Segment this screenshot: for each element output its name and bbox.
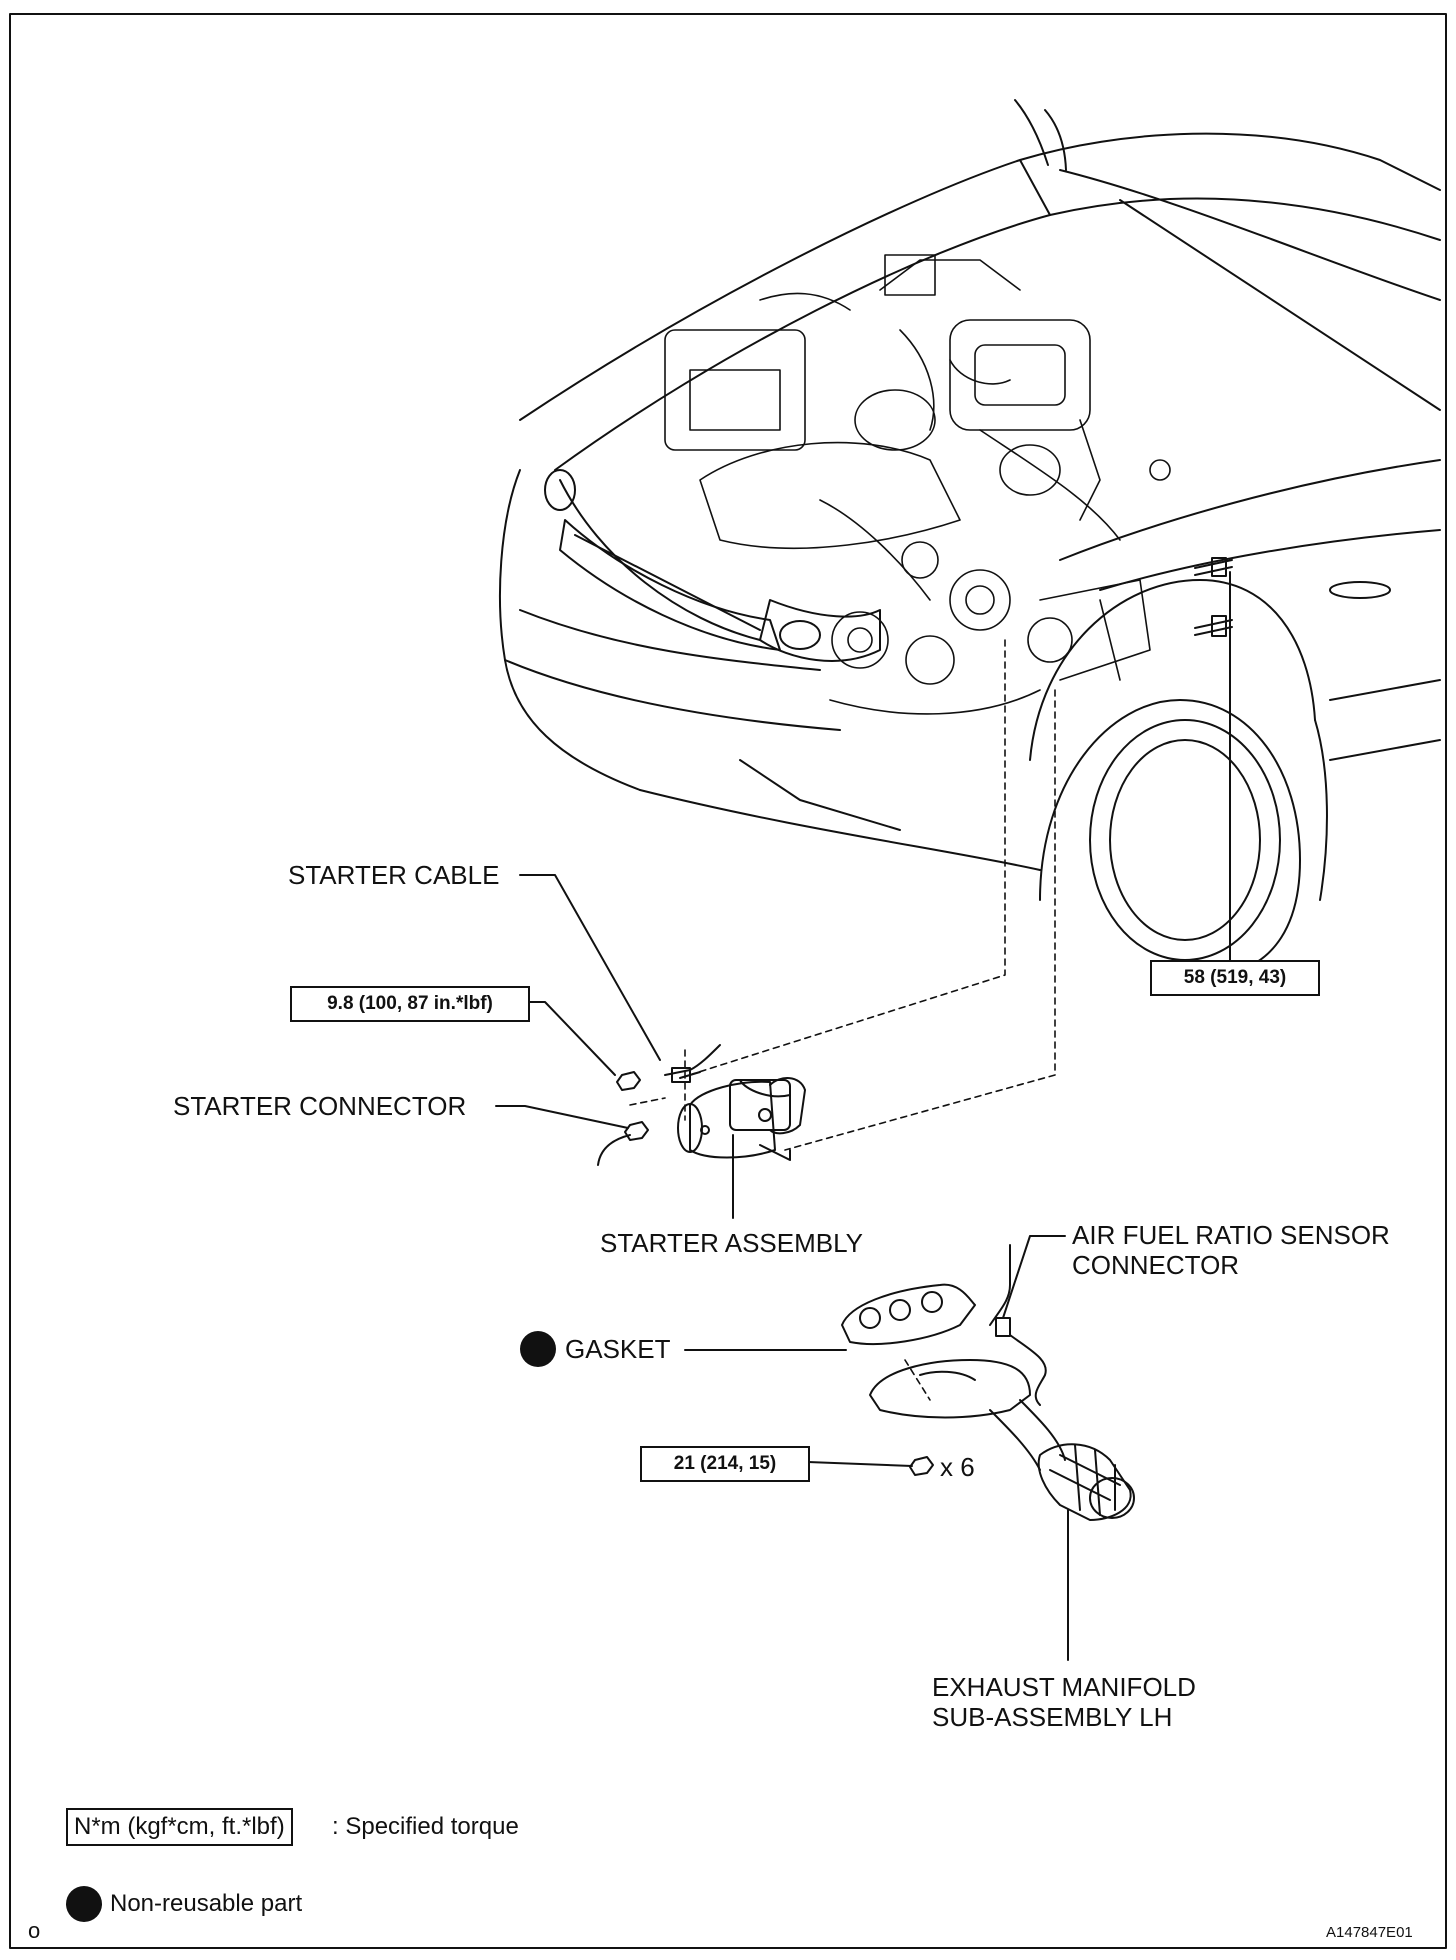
- torque-starter-bolts: 58 (519, 43): [1150, 960, 1320, 996]
- page-frame: [9, 13, 1447, 1949]
- label-exhaust-manifold: EXHAUST MANIFOLD SUB-ASSEMBLY LH: [932, 1672, 1196, 1732]
- vehicle-illustration: [499, 99, 1441, 971]
- legend-torque-box: N*m (kgf*cm, ft.*lbf): [66, 1808, 293, 1846]
- legend-nonreusable-text: Non-reusable part: [110, 1890, 303, 1917]
- torque-manifold-nuts: 21 (214, 15): [640, 1446, 810, 1482]
- legend-torque-text: : Specified torque: [332, 1813, 519, 1840]
- engine-illustration: [664, 254, 1171, 715]
- starter-parts: [597, 1044, 806, 1166]
- nonreusable-marker-gasket: [520, 1331, 556, 1367]
- label-air-fuel-ratio-sensor-connector: AIR FUEL RATIO SENSOR CONNECTOR: [1072, 1220, 1390, 1280]
- figure-code: A147847E01: [1326, 1924, 1413, 1941]
- torque-starter-terminal-nut: 9.8 (100, 87 in.*lbf): [290, 986, 530, 1022]
- starter-bolts: [1194, 557, 1233, 637]
- label-gasket: GASKET: [565, 1334, 671, 1364]
- label-starter-assembly: STARTER ASSEMBLY: [600, 1228, 863, 1258]
- footer-left-mark: o: [28, 1918, 41, 1943]
- label-starter-cable: STARTER CABLE: [288, 860, 500, 890]
- exhaust-parts: [841, 1244, 1135, 1521]
- label-nut-count: x 6: [940, 1452, 975, 1482]
- legend-nonreusable-dot: [66, 1886, 102, 1922]
- alignment-lines: [629, 639, 1056, 1401]
- label-starter-connector: STARTER CONNECTOR: [173, 1091, 467, 1121]
